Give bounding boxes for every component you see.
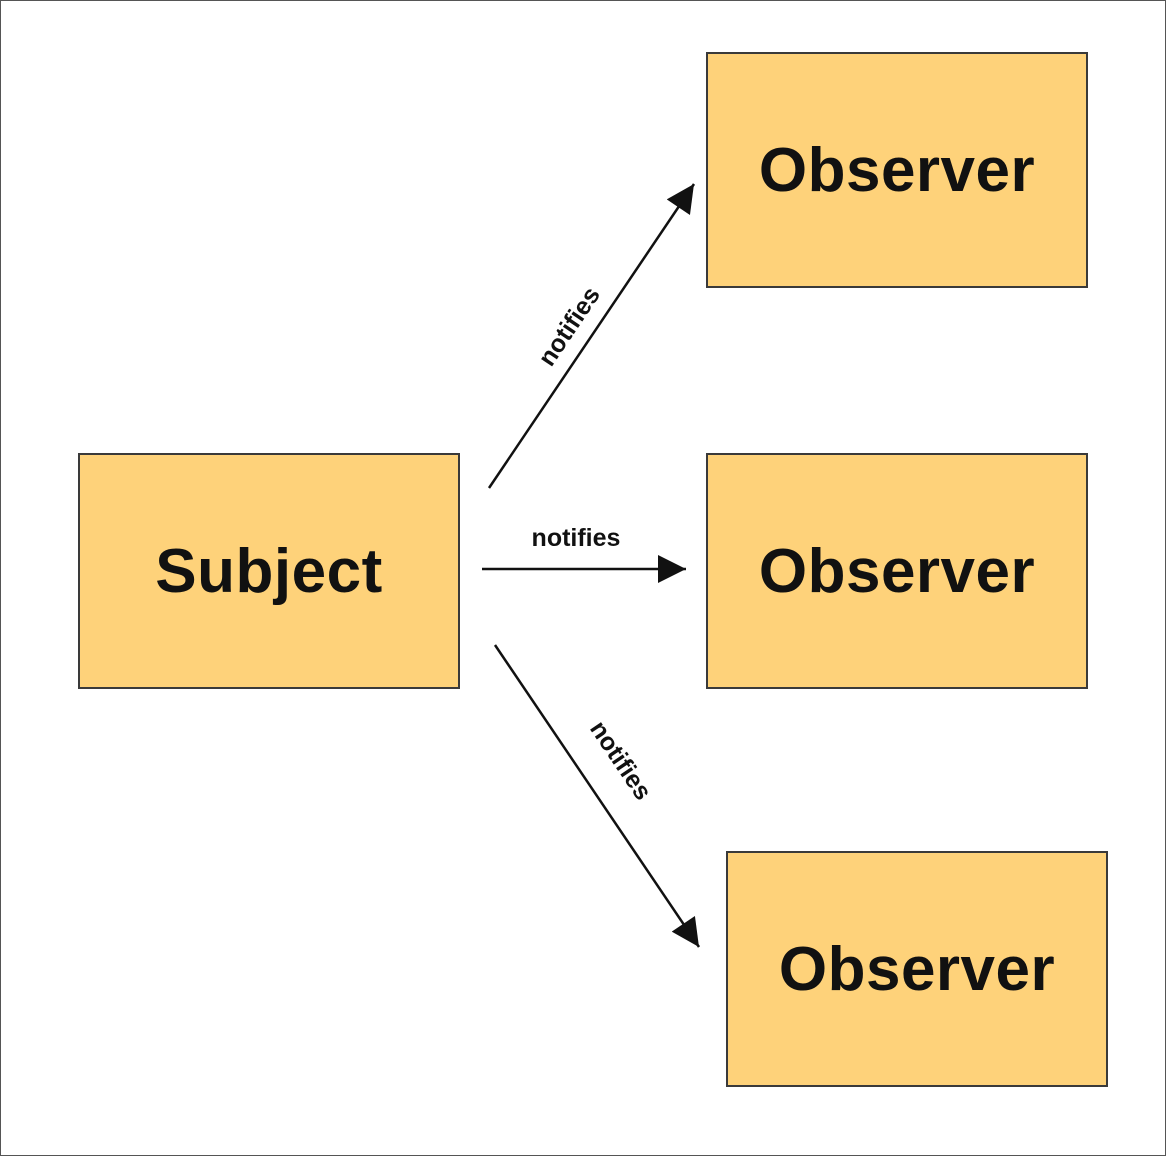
observer-label: Observer	[778, 934, 1056, 1004]
edge-label: notifies	[533, 282, 606, 371]
observer-label: Observer	[758, 536, 1036, 606]
edge-subject-observer-1: notifies	[487, 183, 696, 489]
arrow-line	[487, 183, 696, 489]
edge-label: notifies	[532, 524, 621, 552]
subject-label: Subject	[155, 536, 383, 606]
observer-label: Observer	[758, 135, 1036, 205]
observer-box-1: Observer	[706, 52, 1088, 288]
observer-box-2: Observer	[706, 453, 1088, 689]
subject-box: Subject	[78, 453, 460, 689]
edge-subject-observer-3: notifies	[493, 644, 701, 948]
observer-box-3: Observer	[726, 851, 1108, 1087]
arrow-line	[493, 644, 701, 948]
edge-subject-observer-2: notifies	[482, 524, 686, 583]
